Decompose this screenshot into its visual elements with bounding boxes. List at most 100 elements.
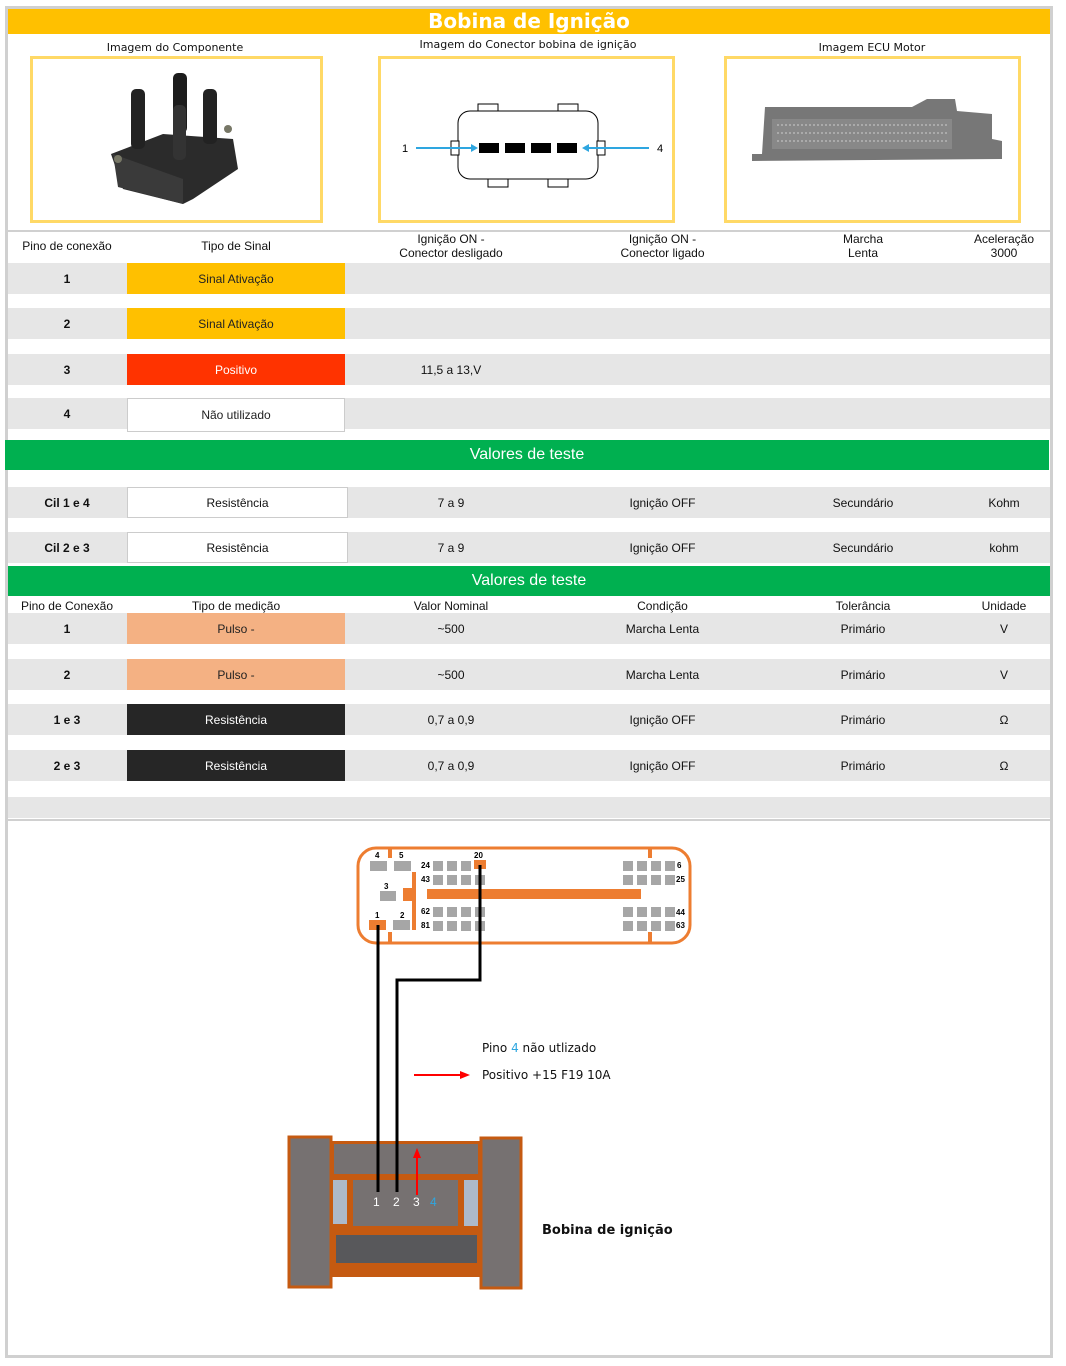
- ecu-pin: [433, 907, 443, 917]
- table-cell: Cil 1 e 4: [44, 495, 90, 510]
- ignition-coil-connector: [287, 1135, 523, 1290]
- ecu-pin: [474, 860, 486, 869]
- signal-type: Sinal Ativação: [127, 308, 345, 339]
- note-text: não utlizado: [518, 1041, 597, 1055]
- table-cell: Resistência: [127, 532, 348, 563]
- connector-pin-1-label: 1: [402, 143, 408, 155]
- ecu-pin: [447, 907, 457, 917]
- column-header: Tolerância: [835, 598, 891, 613]
- column-header: Ignição ON - Conector ligado: [620, 232, 705, 260]
- page-title: Bobina de Ignição: [8, 9, 1050, 34]
- pin-label: 4: [375, 851, 380, 860]
- coil-label: Bobina de ignição: [542, 1223, 673, 1238]
- table-cell: Ignição OFF: [629, 758, 696, 773]
- ecu-pin: [394, 861, 411, 871]
- value-ignition-on-disconnected: [345, 398, 557, 429]
- table-cell: Ignição OFF: [629, 712, 696, 727]
- ecu-pin: [665, 875, 675, 885]
- arrow-icon: [460, 1071, 470, 1079]
- ecu-pin: [651, 921, 661, 931]
- table-cell: Ω: [999, 712, 1009, 727]
- table-cell: 7 a 9: [437, 540, 465, 555]
- table-cell: Primário: [840, 621, 886, 636]
- component-image-caption: Imagem do Componente: [106, 41, 244, 54]
- ecu-pin: [433, 875, 443, 885]
- pin-number: 1: [63, 271, 71, 286]
- signal-type: Sinal Ativação: [127, 263, 345, 294]
- table-cell: 0,7 a 0,9: [427, 758, 475, 773]
- pin-number: 4: [63, 406, 71, 421]
- table-cell: 0,7 a 0,9: [427, 712, 475, 727]
- ecu-pin: [665, 861, 675, 871]
- table-cell: Resistência: [127, 487, 348, 518]
- ecu-pin: [370, 861, 387, 871]
- ecu-pin: [433, 861, 443, 871]
- table-cell: Kohm: [988, 495, 1020, 510]
- ecu-photo: [752, 99, 1002, 161]
- ecu-pin: [380, 891, 396, 901]
- empty-row: [8, 797, 1050, 818]
- table-cell: Resistência: [127, 704, 345, 735]
- note-pin: 4: [511, 1041, 519, 1055]
- signal-type: Positivo: [127, 354, 345, 385]
- ecu-pin: [623, 921, 633, 931]
- table-cell: ~500: [437, 667, 465, 682]
- pin-label: 1: [373, 1195, 380, 1209]
- ecu-pin: [665, 907, 675, 917]
- ecu-image-caption: Imagem ECU Motor: [818, 41, 926, 54]
- connector-drawing: 1 4: [402, 103, 663, 188]
- table-cell: 2 e 3: [53, 758, 81, 773]
- connector-pin-4-label: 4: [657, 143, 663, 155]
- ecu-pin: [461, 875, 471, 885]
- table-cell: Marcha Lenta: [625, 667, 700, 682]
- column-header: Aceleração 3000: [973, 232, 1035, 260]
- pin-label: 44: [676, 908, 685, 917]
- column-header: Pino de Conexão: [20, 598, 114, 613]
- column-header: Valor Nominal: [413, 598, 489, 613]
- pin-number: 3: [63, 362, 71, 377]
- section-divider: [8, 819, 1050, 821]
- table-cell: V: [999, 667, 1008, 682]
- ecu-image: [724, 56, 1021, 223]
- ecu-pin: [651, 875, 661, 885]
- table-cell: Primário: [840, 667, 886, 682]
- ecu-pin: [393, 920, 410, 930]
- ecu-pin: [637, 875, 647, 885]
- table-cell: ~500: [437, 621, 465, 636]
- ecu-pin: [651, 861, 661, 871]
- ecu-pin: [665, 921, 675, 931]
- column-header: Ignição ON - Conector desligado: [399, 232, 503, 260]
- pin-number: 2: [63, 316, 71, 331]
- ecu-pin: [461, 861, 471, 871]
- signal-type: Não utilizado: [127, 398, 345, 432]
- table-cell: Ω: [999, 758, 1009, 773]
- pin-label: 6: [677, 861, 682, 870]
- table-cell: Resistência: [127, 750, 345, 781]
- ecu-pin: [447, 921, 457, 931]
- note-text: Pino: [482, 1041, 512, 1055]
- pin-label: 20: [474, 851, 483, 860]
- column-header: Pino de conexão: [22, 239, 112, 253]
- table-cell: Pulso -: [127, 613, 345, 644]
- table-cell: Cil 2 e 3: [44, 540, 90, 555]
- table-cell: Ignição OFF: [629, 495, 696, 510]
- pin-label: 2: [400, 911, 405, 920]
- column-header: Tipo de Sinal: [201, 239, 271, 253]
- pin-label: 3: [413, 1195, 420, 1209]
- table-cell: Primário: [840, 712, 886, 727]
- table-cell: 1: [63, 621, 71, 636]
- table-cell: Pulso -: [127, 659, 345, 690]
- table-cell: Primário: [840, 758, 886, 773]
- table-cell: 2: [63, 667, 71, 682]
- table-cell: Ignição OFF: [629, 540, 696, 555]
- ecu-pin: [623, 875, 633, 885]
- pin-label: 4: [430, 1195, 437, 1209]
- ecu-pin: [461, 921, 471, 931]
- pin-label: 63: [676, 921, 685, 930]
- pin-label: 5: [399, 851, 404, 860]
- value-ignition-on-disconnected: [345, 263, 557, 294]
- table-cell: Secundário: [832, 495, 894, 510]
- table-cell: V: [999, 621, 1008, 636]
- table-cell: 7 a 9: [437, 495, 465, 510]
